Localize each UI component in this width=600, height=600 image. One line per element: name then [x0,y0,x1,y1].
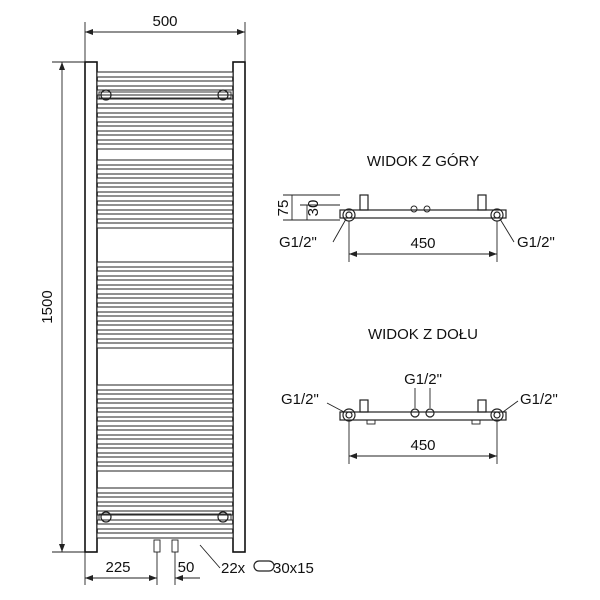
rung-6 [96,125,234,132]
rung-4 [96,107,234,114]
rung-38 [96,496,234,503]
pipe-spacing-label: 50 [178,559,195,576]
left-column [84,61,98,553]
rung-41 [96,523,234,530]
rung-20 [96,288,234,295]
top-view-right-thread-label: G1/2" [517,234,555,251]
height-dimension: 1500 [39,61,85,553]
rung-30 [96,411,234,418]
width-label: 500 [152,13,177,30]
top-view-left-column [342,208,356,222]
rung-14 [96,204,234,211]
rung-18 [96,270,234,277]
rung-33 [96,438,234,445]
rung-42 [96,532,234,539]
tube-profile-label: 30x15 [273,560,314,577]
rung-13 [96,195,234,202]
tube-spec-label: 22x [221,560,246,577]
rung-8 [96,143,234,150]
top-view-left-thread-label: G1/2" [279,234,317,251]
rung-35 [96,456,234,463]
top-view-width-label: 450 [410,235,435,252]
height-label: 1500 [39,290,56,323]
rung-24 [96,324,234,331]
rung-32 [96,429,234,436]
bottom-view-center-thread-label: G1/2" [404,371,442,388]
top-brackets [98,89,232,101]
rung-19 [96,279,234,286]
rung-16 [96,222,234,229]
bottom-view-width-label: 450 [410,437,435,454]
bottom-view-left-thread-label: G1/2" [281,391,319,408]
top-view: WIDOK Z GÓRY 75 30 450 G1/2" G1/2" [275,153,555,262]
bottom-view: WIDOK Z DOŁU G1/2" 450 G1/2" G1/2" [281,326,558,464]
bracket-top-left [100,89,112,101]
rung-27 [96,384,234,391]
rung-15 [96,213,234,220]
top-view-title: WIDOK Z GÓRY [367,153,479,170]
top-view-bar [339,209,507,219]
rung-17 [96,261,234,268]
left-offset-label: 225 [105,559,130,576]
bracket-top-right [217,89,229,101]
bottom-view-left-column [342,408,356,422]
rung-11 [96,177,234,184]
top-view-depth-inner-label: 30 [305,200,322,217]
rung-22 [96,306,234,313]
width-dimension: 500 [84,13,246,62]
front-view: 500 1500 225 50 22x 30x15 [39,13,314,585]
top-view-right-column [490,208,504,222]
bracket-bottom-left [100,511,112,523]
rung-9 [96,159,234,166]
bottom-view-bar [339,411,507,421]
rung-0 [96,71,234,78]
rung-40 [96,514,234,521]
rung-21 [96,297,234,304]
bottom-inlets [153,539,179,585]
bottom-brackets [98,511,232,523]
bracket-bottom-right [217,511,229,523]
rung-37 [96,487,234,494]
bottom-dimensions: 225 50 22x 30x15 [84,544,314,585]
tube-profile-icon [253,560,275,572]
rung-34 [96,447,234,454]
bottom-view-inlet-right [425,408,435,418]
rung-29 [96,402,234,409]
top-view-depth-outer-label: 75 [275,200,292,217]
bottom-view-inlet-left [410,408,420,418]
rung-36 [96,465,234,472]
rung-7 [96,134,234,141]
rung-1 [96,80,234,87]
rung-25 [96,333,234,340]
rung-23 [96,315,234,322]
rung-10 [96,168,234,175]
rung-31 [96,420,234,427]
rung-3 [96,98,234,105]
rungs [96,71,234,539]
rung-39 [96,505,234,512]
bottom-view-right-thread-label: G1/2" [520,391,558,408]
bottom-view-title: WIDOK Z DOŁU [368,326,478,343]
bottom-view-right-column [490,408,504,422]
rung-12 [96,186,234,193]
right-column [232,61,246,553]
rung-28 [96,393,234,400]
rung-26 [96,342,234,349]
rung-2 [96,89,234,96]
rung-5 [96,116,234,123]
